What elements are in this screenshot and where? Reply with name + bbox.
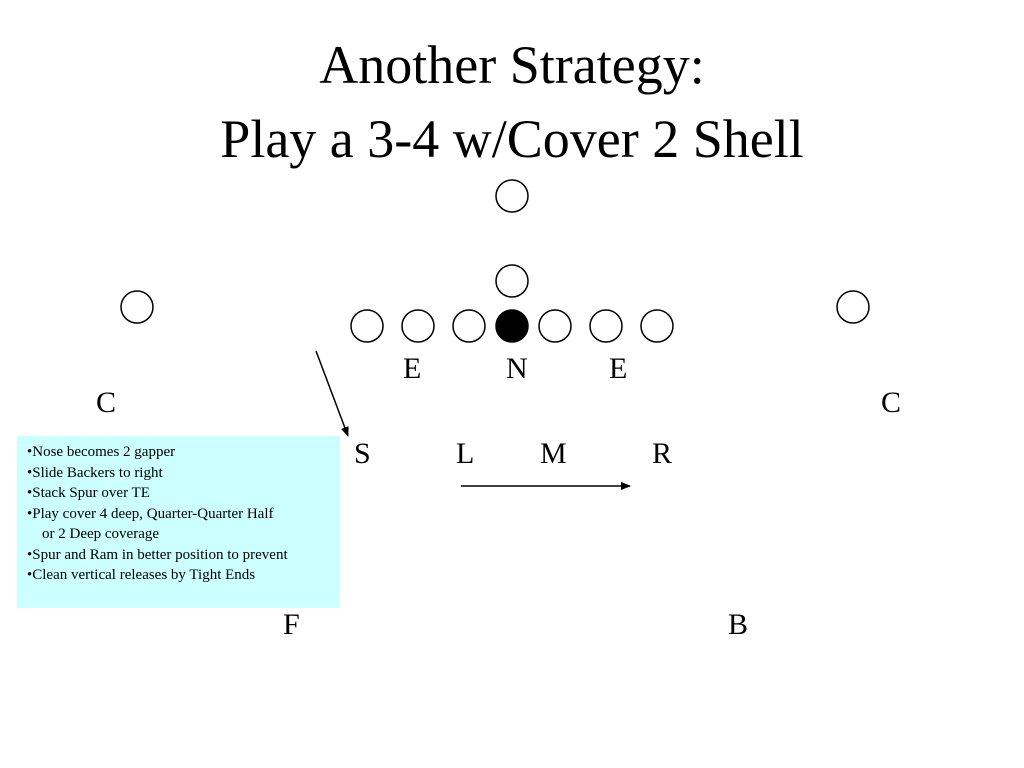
note-item: •Nose becomes 2 gapper — [27, 444, 176, 460]
tackle-left-circle — [401, 309, 435, 343]
tight-end-left-circle — [350, 309, 384, 343]
label-corner-left: C — [96, 386, 117, 419]
notes-box: •Nose becomes 2 gapper •Slide Backers to… — [17, 436, 340, 608]
receiver-right-circle — [836, 290, 870, 324]
receiver-left-circle — [120, 290, 154, 324]
guard-right-circle — [538, 309, 572, 343]
note-item: •Stack Spur over TE — [27, 485, 150, 501]
label-safety-f: F — [283, 608, 300, 641]
label-safety-b: B — [728, 608, 749, 641]
title-line-2: Play a 3-4 w/Cover 2 Shell — [220, 109, 804, 169]
tight-end-right-circle — [640, 309, 674, 343]
fullback-circle — [495, 264, 529, 298]
label-end-left: E — [403, 352, 422, 385]
note-item: •Play cover 4 deep, Quarter-Quarter Half — [27, 505, 274, 522]
note-item-continuation: or 2 Deep coverage — [27, 526, 160, 542]
label-lb-m: M — [540, 437, 567, 470]
note-item: •Spur and Ram in better position to prev… — [27, 546, 288, 563]
label-lb-l: L — [456, 437, 475, 470]
label-spur: S — [354, 437, 371, 470]
note-item: •Clean vertical releases by Tight Ends — [27, 567, 256, 583]
label-lb-r: R — [652, 437, 673, 470]
label-nose: N — [506, 352, 528, 385]
guard-left-circle — [452, 309, 486, 343]
title-line-1: Another Strategy: — [319, 35, 705, 95]
spur-arrow — [315, 350, 349, 437]
label-corner-right: C — [881, 386, 902, 419]
note-item: •Slide Backers to right — [27, 464, 163, 481]
label-end-right: E — [609, 352, 628, 385]
tackle-right-circle — [589, 309, 623, 343]
center-filled-circle — [495, 309, 529, 343]
quarterback-circle — [495, 179, 529, 213]
